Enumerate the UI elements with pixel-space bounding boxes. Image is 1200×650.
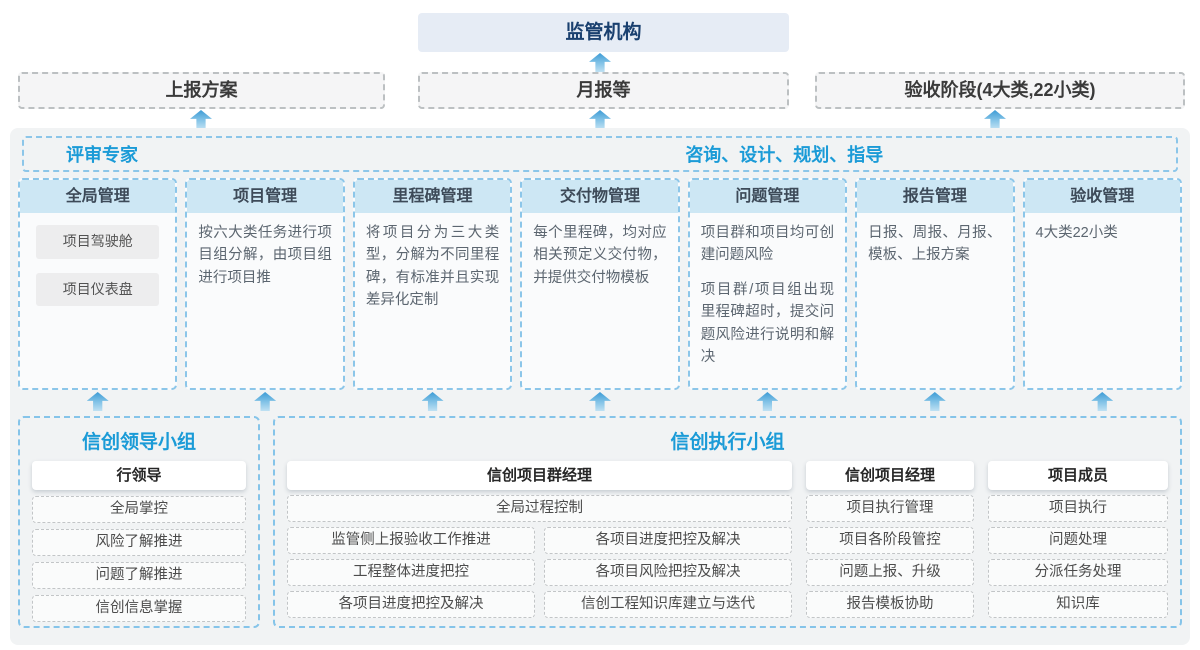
up-arrow-icon xyxy=(923,392,946,411)
column-description: 按六大类任务进行项目组分解，由项目组进行项目推 xyxy=(198,225,332,286)
task-item: 知识库 xyxy=(988,591,1168,618)
main-panel: 评审专家 咨询、设计、规划、指导 全局管理 项目驾驶舱 项目仪表盘 项目管理 按… xyxy=(10,128,1190,645)
column-title: 交付物管理 xyxy=(522,180,678,213)
management-columns: 全局管理 项目驾驶舱 项目仪表盘 项目管理 按六大类任务进行项目组分解，由项目组… xyxy=(18,178,1182,390)
column-global-management: 全局管理 项目驾驶舱 项目仪表盘 xyxy=(18,178,178,390)
up-arrow-icon xyxy=(984,110,1006,129)
column-body: 4大类22小类 xyxy=(1025,213,1180,244)
task-item: 问题处理 xyxy=(988,527,1168,554)
task-item: 信创信息掌握 xyxy=(32,595,246,622)
column-acceptance-management: 验收管理 4大类22小类 xyxy=(1022,178,1182,390)
execution-grid: 信创项目群经理 全局过程控制 监管侧上报验收工作推进 各项目进度把控及解决 工程… xyxy=(287,461,1168,618)
column-title: 项目管理 xyxy=(187,180,343,213)
consulting-label: 咨询、设计、规划、指导 xyxy=(685,145,884,165)
column-project-management: 项目管理 按六大类任务进行项目组分解，由项目组进行项目推 xyxy=(185,178,345,390)
task-item: 全局掌控 xyxy=(32,496,246,523)
pill-item: 项目仪表盘 xyxy=(36,272,160,307)
column-title: 里程碑管理 xyxy=(354,180,511,213)
column-description: 将项目分为三大类型，分解为不同里程碑，有标准并且实现差异化定制 xyxy=(365,225,500,309)
task-item: 报告模板协助 xyxy=(806,591,974,618)
task-item: 信创工程知识库建立与迭代 xyxy=(544,591,792,618)
task-item: 全局过程控制 xyxy=(287,495,792,522)
task-item: 项目执行管理 xyxy=(806,495,974,522)
task-item: 工程整体进度把控 xyxy=(287,559,535,586)
column-description: 4大类22小类 xyxy=(1035,225,1118,241)
task-item: 问题上报、升级 xyxy=(806,559,974,586)
column-body: 将项目分为三大类型，分解为不同里程碑，有标准并且实现差异化定制 xyxy=(355,213,510,312)
role-card-program-manager: 信创项目群经理 xyxy=(287,461,792,490)
up-arrow-icon xyxy=(254,392,277,411)
column-body: 项目群和项目均可创建问题风险 项目群/项目组出现里程碑超时，提交问题风险进行说明… xyxy=(690,213,845,369)
role-card-project-member: 项目成员 xyxy=(988,461,1168,490)
column-body: 项目驾驶舱 项目仪表盘 xyxy=(20,225,175,307)
project-manager-section: 信创项目经理 项目执行管理 项目各阶段管控 问题上报、升级 报告模板协助 xyxy=(806,461,974,618)
column-title: 全局管理 xyxy=(20,180,176,213)
execution-group: 信创执行小组 信创项目群经理 全局过程控制 监管侧上报验收工作推进 各项目进度把… xyxy=(273,416,1182,628)
task-item: 项目执行 xyxy=(988,495,1168,522)
column-description: 项目群和项目均可创建问题风险 xyxy=(700,225,835,264)
up-arrow-icon xyxy=(1091,392,1114,411)
up-arrow-icon xyxy=(589,53,611,72)
task-item: 各项目风险把控及解决 xyxy=(544,559,792,586)
task-item: 各项目进度把控及解决 xyxy=(544,527,792,554)
column-body: 日报、周报、月报、模板、上报方案 xyxy=(857,213,1012,267)
column-milestone-management: 里程碑管理 将项目分为三大类型，分解为不同里程碑，有标准并且实现差异化定制 xyxy=(352,178,513,390)
pill-item: 项目驾驶舱 xyxy=(36,225,160,259)
task-item: 各项目进度把控及解决 xyxy=(287,591,535,618)
column-report-management: 报告管理 日报、周报、月报、模板、上报方案 xyxy=(855,178,1015,390)
up-arrow-icon xyxy=(190,110,212,129)
column-issue-management: 问题管理 项目群和项目均可创建问题风险 项目群/项目组出现里程碑超时，提交问题风… xyxy=(687,178,848,390)
column-arrows-row xyxy=(18,392,1182,414)
review-experts-label: 评审专家 xyxy=(66,145,138,165)
role-card-project-manager: 信创项目经理 xyxy=(806,461,974,490)
column-description: 项目群/项目组出现里程碑超时，提交问题风险进行说明和解决 xyxy=(700,281,835,366)
column-title: 报告管理 xyxy=(857,180,1013,213)
up-arrow-icon xyxy=(421,392,444,411)
leadership-group: 信创领导小组 行领导 全局掌控 风险了解推进 问题了解推进 信创信息掌握 xyxy=(18,416,260,628)
report-box-acceptance: 验收阶段(4大类,22小类) xyxy=(815,72,1185,109)
column-deliverable-management: 交付物管理 每个里程碑，均对应相关预定义交付物，并提供交付物模板 xyxy=(520,178,680,390)
regulator-box: 监管机构 xyxy=(418,13,789,52)
task-item: 分派任务处理 xyxy=(988,559,1168,586)
task-item: 项目各阶段管控 xyxy=(806,527,974,554)
report-box-plan: 上报方案 xyxy=(18,72,385,109)
task-item: 风险了解推进 xyxy=(32,529,246,556)
up-arrow-icon xyxy=(86,392,109,411)
up-arrow-icon xyxy=(588,392,611,411)
group-title: 信创领导小组 xyxy=(81,432,196,453)
program-manager-tasks: 监管侧上报验收工作推进 各项目进度把控及解决 工程整体进度把控 各项目风险把控及… xyxy=(287,527,792,618)
program-manager-section: 信创项目群经理 全局过程控制 监管侧上报验收工作推进 各项目进度把控及解决 工程… xyxy=(287,461,792,618)
column-body: 按六大类任务进行项目组分解，由项目组进行项目推 xyxy=(187,213,342,289)
report-box-monthly: 月报等 xyxy=(418,72,789,109)
project-member-section: 项目成员 项目执行 问题处理 分派任务处理 知识库 xyxy=(988,461,1168,618)
column-body: 每个里程碑，均对应相关预定义交付物，并提供交付物模板 xyxy=(522,213,677,289)
group-title: 信创执行小组 xyxy=(670,432,785,453)
role-card-bank-leader: 行领导 xyxy=(32,461,246,490)
expert-strip: 评审专家 咨询、设计、规划、指导 xyxy=(22,136,1178,172)
up-arrow-icon xyxy=(756,392,779,411)
column-description: 每个里程碑，均对应相关预定义交付物，并提供交付物模板 xyxy=(533,225,667,286)
task-item: 监管侧上报验收工作推进 xyxy=(287,527,535,554)
task-item: 问题了解推进 xyxy=(32,562,246,589)
up-arrow-icon xyxy=(589,110,611,129)
column-description: 日报、周报、月报、模板、上报方案 xyxy=(868,225,1002,264)
column-title: 问题管理 xyxy=(689,180,846,213)
bottom-groups: 信创领导小组 行领导 全局掌控 风险了解推进 问题了解推进 信创信息掌握 信创执… xyxy=(18,416,1182,628)
column-title: 验收管理 xyxy=(1024,180,1180,213)
